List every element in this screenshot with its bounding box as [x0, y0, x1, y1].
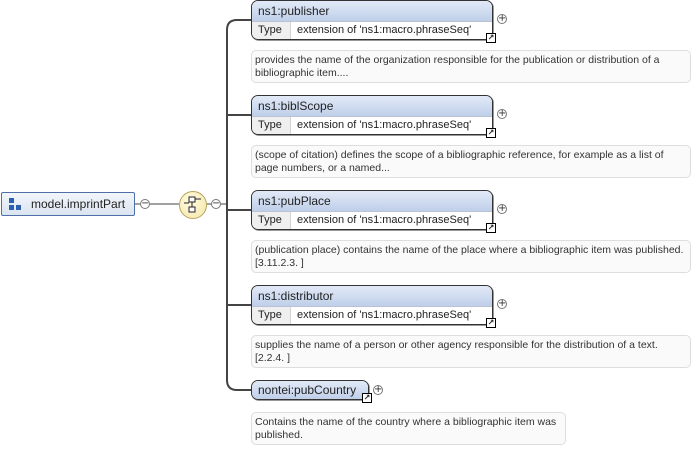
element-box-pubcountry[interactable]: nontei:pubCountry [251, 380, 369, 400]
model-group-icon [9, 197, 23, 211]
reference-arrow-icon[interactable]: ↗ [486, 33, 496, 43]
element-name: ns1:biblScope [252, 96, 492, 117]
reference-arrow-icon[interactable]: ↗ [362, 393, 372, 403]
element-box-publisher[interactable]: ns1:publisher Type extension of 'ns1:mac… [251, 0, 493, 40]
type-value: extension of 'ns1:macro.phraseSeq' [297, 309, 472, 321]
reference-arrow-icon[interactable]: ↗ [486, 223, 496, 233]
element-box-pubplace[interactable]: ns1:pubPlace Type extension of 'ns1:macr… [251, 190, 493, 230]
choice-compositor-icon[interactable] [179, 191, 207, 219]
type-row: Type extension of 'ns1:macro.phraseSeq' [252, 22, 492, 39]
reference-arrow-icon[interactable]: ↗ [486, 318, 496, 328]
type-row: Type extension of 'ns1:macro.phraseSeq' [252, 212, 492, 229]
element-name: nontei:pubCountry [252, 381, 368, 399]
type-value: extension of 'ns1:macro.phraseSeq' [297, 24, 472, 36]
documentation-biblscope: (scope of citation) defines the scope of… [251, 145, 691, 178]
expand-icon[interactable]: + [497, 108, 507, 119]
type-row: Type extension of 'ns1:macro.phraseSeq' [252, 307, 492, 324]
expand-icon[interactable]: + [497, 298, 507, 309]
model-group-label: model.imprintPart [31, 197, 126, 211]
model-group-node[interactable]: model.imprintPart [1, 192, 135, 216]
expand-icon[interactable]: + [373, 384, 383, 395]
collapse-icon[interactable]: − [140, 198, 150, 209]
documentation-publisher: provides the name of the organization re… [251, 50, 691, 83]
type-value: extension of 'ns1:macro.phraseSeq' [297, 119, 472, 131]
type-label: Type [252, 117, 291, 134]
reference-arrow-icon[interactable]: ↗ [486, 128, 496, 138]
documentation-pubcountry: Contains the name of the country where a… [251, 412, 566, 445]
documentation-pubplace: (publication place) contains the name of… [251, 240, 691, 273]
compositor-collapse-icon[interactable]: − [211, 198, 221, 209]
expand-icon[interactable]: + [497, 13, 507, 24]
element-name: ns1:distributor [252, 286, 492, 307]
element-box-biblscope[interactable]: ns1:biblScope Type extension of 'ns1:mac… [251, 95, 493, 135]
element-name: ns1:publisher [252, 1, 492, 22]
expand-icon[interactable]: + [497, 203, 507, 214]
element-name: ns1:pubPlace [252, 191, 492, 212]
documentation-distributor: supplies the name of a person or other a… [251, 335, 691, 368]
type-label: Type [252, 22, 291, 39]
type-label: Type [252, 307, 291, 324]
type-row: Type extension of 'ns1:macro.phraseSeq' [252, 117, 492, 134]
element-box-distributor[interactable]: ns1:distributor Type extension of 'ns1:m… [251, 285, 493, 325]
type-label: Type [252, 212, 291, 229]
type-value: extension of 'ns1:macro.phraseSeq' [297, 214, 472, 226]
